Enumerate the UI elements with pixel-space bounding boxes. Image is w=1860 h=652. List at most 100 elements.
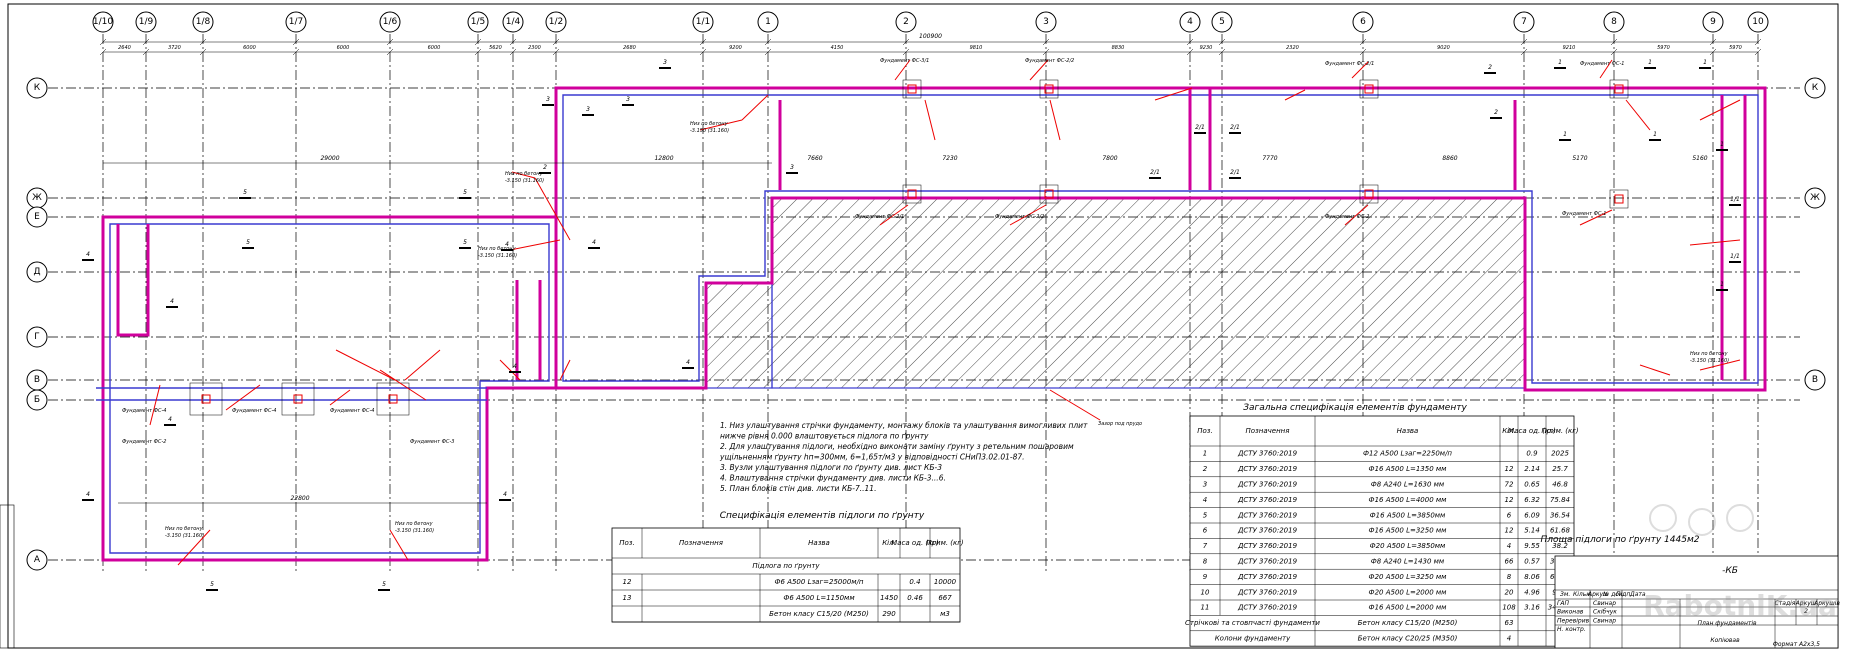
title-role: Н. контр. — [1557, 626, 1586, 633]
callout-labels: Фундамент ФС-4 Фундамент ФС-4 Фундамент … — [122, 58, 1729, 539]
dim-8860: 8860 — [1442, 155, 1457, 162]
dim-5160: 5160 — [1692, 155, 1707, 162]
dim-5170: 5170 — [1572, 155, 1587, 162]
dim-7660: 7660 — [807, 155, 822, 162]
grid-bubble-top — [135, 11, 157, 33]
section-mark: 1 — [1720, 141, 1724, 148]
grid-label-top: 1/2 — [549, 17, 563, 27]
table-cell: ДСТУ 3760:2019 — [1237, 542, 1298, 550]
table-cell: Ф16 А500 L=1350 мм — [1369, 465, 1448, 473]
section-mark: 4 — [505, 241, 509, 248]
section-mark: 4 — [513, 363, 517, 370]
grid-bubble-top — [1747, 11, 1769, 33]
grid-label-top: 1/5 — [471, 17, 485, 27]
grid-label-top: 5 — [1219, 17, 1225, 27]
section-mark: 5 — [382, 581, 386, 588]
table-cell: м3 — [940, 610, 950, 618]
grid-label-top: 1/8 — [196, 17, 211, 27]
section-mark: 1/1 — [1730, 253, 1740, 260]
grid-label-top: 1/4 — [506, 17, 521, 27]
dim-top-segment: 6000 — [337, 45, 350, 51]
section-mark: 1/1 — [1730, 196, 1740, 203]
grid-bubble-top — [692, 11, 714, 33]
table-cell: Ф12 А500 Lзаг=2250м/п — [1363, 450, 1452, 458]
title-col-header: Дата — [1629, 591, 1646, 598]
table-cell: 12 — [1505, 527, 1514, 535]
label-level-6: Низ по бетону — [1690, 351, 1729, 357]
label-fs1-top: Фундамент ФС-1 — [1580, 61, 1624, 67]
table-cell: 75.84 — [1550, 496, 1570, 504]
section-mark: 3 — [663, 59, 667, 66]
table-header: Маса од. (кг) — [1508, 427, 1556, 435]
grid-bubble-top — [92, 11, 114, 33]
title-col-header: Кільк. — [1573, 591, 1592, 598]
section-mark: 2 — [1494, 109, 1498, 116]
section-mark: 5 — [463, 189, 467, 196]
grid-bubble-top — [1513, 11, 1535, 33]
table-cell: 5 — [1203, 511, 1208, 519]
grid-label-left: А — [34, 555, 41, 565]
dim-top-segment: 5970 — [1657, 45, 1670, 51]
table-cell: 6.32 — [1524, 496, 1540, 504]
helmet-icon — [1688, 508, 1716, 536]
grid-bubble-left — [26, 389, 48, 411]
note-line: 5. План блоків стін див. листи КБ-7..11. — [720, 484, 876, 493]
grid-bubble-top — [502, 11, 524, 33]
table-cell: 6 — [1507, 511, 1512, 519]
table-cell: 12 — [1505, 465, 1514, 473]
label-level-3: Низ по бетону — [478, 246, 517, 252]
table-cell: ДСТУ 3760:2019 — [1237, 450, 1298, 458]
section-mark: 2/1 — [1230, 124, 1240, 131]
table-cell: 66 — [1505, 558, 1514, 566]
grid-bubble-right — [1804, 187, 1826, 209]
dim-top-segment: 6000 — [243, 45, 256, 51]
section-mark: 1 — [1720, 281, 1724, 288]
title-role: ГАП — [1557, 600, 1569, 607]
grid-label-left: В — [34, 375, 40, 385]
section-mark: 3 — [586, 106, 590, 113]
table-cell: 0.46 — [907, 594, 923, 602]
section-mark: 3 — [790, 164, 794, 171]
table-cell: Бетон класу С15/20 (М250) — [1358, 619, 1458, 627]
table-section-row: Підлога по ґрунту — [752, 562, 820, 570]
table-cell: 9 — [1203, 573, 1208, 581]
dim-top-segment: 9230 — [1200, 45, 1213, 51]
table-cell: 0.57 — [1524, 558, 1540, 566]
helmet-icon — [1726, 504, 1754, 532]
table-cell: 4 — [1507, 542, 1511, 550]
table-cell: 3.16 — [1524, 604, 1540, 612]
grid-label-left: Б — [34, 395, 40, 405]
table-cell: 36.54 — [1550, 511, 1570, 519]
label-level-2-val: -3.150 (31.160) — [505, 178, 544, 184]
table-cell: Бетон класу С15/20 (М250) — [769, 610, 869, 618]
label-fs21: Фундамент ФС-2/1 — [855, 214, 904, 220]
table-cell: 9.55 — [1524, 542, 1540, 550]
table-header: Кіл. — [882, 539, 896, 547]
label-level-1-val: -3.150 (31.160) — [690, 128, 729, 134]
section-mark: 5 — [243, 189, 247, 196]
inner-dimensions: 29000 22800 12800 7660 7230 7800 7770 88… — [103, 155, 1708, 504]
section-mark: 2 — [543, 164, 547, 171]
floor-spec-caption: Специфікація елементів підлоги по ґрунту — [720, 511, 925, 521]
section-mark: 3 — [546, 96, 550, 103]
section-mark: 1 — [1703, 59, 1707, 66]
table-cell: Бетон класу С20/25 (М350) — [1358, 635, 1458, 643]
leader-lines — [149, 59, 1741, 566]
table-cell: Ф16 А500 L=2000 мм — [1369, 604, 1448, 612]
table-cell: Ф20 А500 L=2000 мм — [1369, 588, 1448, 596]
grid-label-top: 1 — [765, 17, 771, 27]
label-jamb: Зазор под прудо — [1098, 421, 1142, 427]
table-header: Прим. (кг) — [1541, 427, 1579, 435]
section-mark: 2/1 — [1230, 169, 1240, 176]
note-line: 4. Влаштування стрічки фундаменту див. л… — [720, 474, 946, 483]
section-mark: 3 — [626, 96, 630, 103]
grid-bubble-left — [26, 77, 48, 99]
dim-top-segment: 9810 — [970, 45, 983, 51]
label-level-1: Низ по бетону — [690, 121, 729, 127]
grid-bubble-left — [26, 326, 48, 348]
foundation-walls — [96, 86, 1767, 562]
